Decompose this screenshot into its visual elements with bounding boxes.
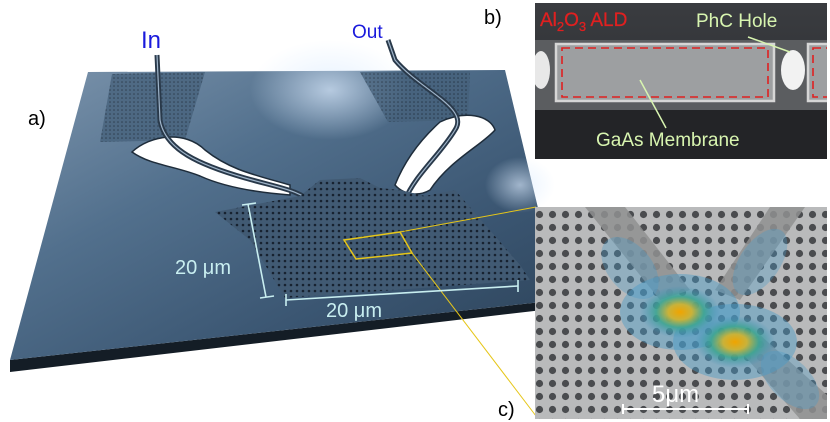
slab-highlight-2 xyxy=(485,157,555,213)
membrane-pointer xyxy=(639,79,667,129)
ald-label: Al2O3 ALD xyxy=(540,10,627,34)
panel-b-tag: b) xyxy=(484,7,502,29)
hole-label: PhC Hole xyxy=(696,11,777,32)
panel-b: b) Al2O3 ALD PhC Hole GaAs Membrane xyxy=(484,3,827,159)
field-cavity-1 xyxy=(640,286,720,338)
phc-hole xyxy=(781,50,805,90)
phc-hole-left xyxy=(535,51,550,89)
grating-right xyxy=(360,71,470,122)
membrane-block xyxy=(554,42,776,103)
ald-outline-right xyxy=(812,47,827,98)
channel-upper-right xyxy=(715,207,805,300)
phc-region xyxy=(215,178,530,298)
slab-edge xyxy=(10,300,560,372)
grating-left xyxy=(100,72,205,142)
membrane-block-right xyxy=(806,42,827,103)
field-arm-lr xyxy=(760,350,820,410)
zoom-line-top xyxy=(399,206,537,233)
out-label: Out xyxy=(352,22,383,43)
slab-highlight xyxy=(250,40,410,140)
waveguide-in-hl xyxy=(156,54,316,206)
dim-horizontal xyxy=(285,280,519,306)
panel-c: c) 5μm xyxy=(498,207,827,421)
panel-c-tag: c) xyxy=(498,399,515,421)
field-arm-ur xyxy=(732,228,788,296)
scale-label: 5μm xyxy=(652,381,699,408)
sem-b-lower xyxy=(535,108,827,159)
panel-a: 20 μm 20 μm In Out a) xyxy=(10,22,560,417)
waveguide-out-hl xyxy=(387,39,459,226)
dim-vertical-label: 20 μm xyxy=(175,257,231,279)
panel-a-tag: a) xyxy=(28,108,46,130)
ald-outline xyxy=(561,47,769,98)
scale-bar xyxy=(622,404,749,414)
hole-pointer xyxy=(747,36,791,53)
dim-horizontal-label: 20 μm xyxy=(326,300,382,322)
field-arm-ul xyxy=(601,237,659,299)
channel-upper-left xyxy=(585,207,690,300)
in-label: In xyxy=(141,27,161,54)
membrane-label: GaAs Membrane xyxy=(596,130,740,151)
dim-vertical xyxy=(241,202,275,299)
field-cavity-2 xyxy=(695,316,775,368)
zoom-line-bottom xyxy=(411,252,537,417)
